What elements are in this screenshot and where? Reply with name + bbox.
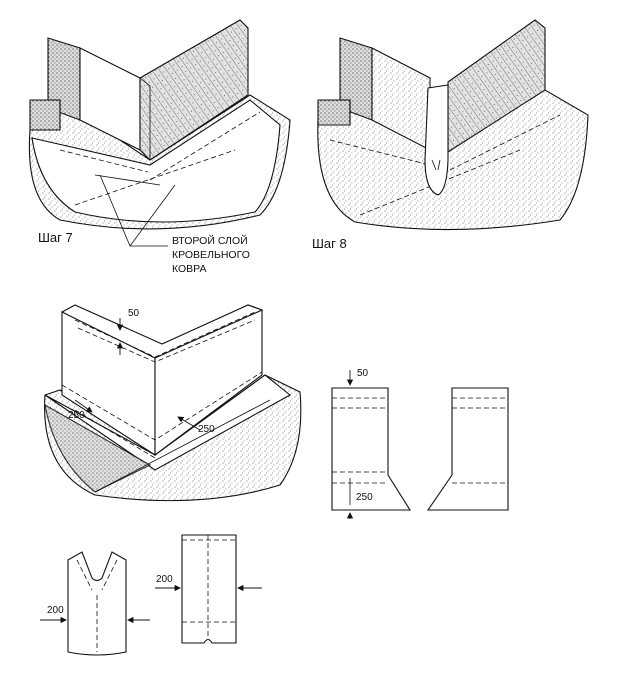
- step7-illustration: [28, 19, 291, 230]
- v-shaped-piece: [40, 551, 150, 656]
- iso-dim-top: 50: [128, 308, 140, 319]
- callout-line-1: ВТОРОЙ СЛОЙ: [172, 234, 248, 247]
- iso-corner-illustration: [44, 304, 302, 502]
- step7-right-wall: [139, 19, 249, 161]
- callout-line-2: КРОВЕЛЬНОГО: [172, 249, 250, 261]
- strip-right: [426, 387, 509, 511]
- step8-label: Шаг 8: [312, 236, 347, 251]
- step7-label: Шаг 7: [38, 230, 73, 245]
- step8-illustration: [317, 19, 589, 231]
- flat-piece: [155, 534, 262, 644]
- iso-dim-left: 250: [68, 410, 85, 421]
- step7-second-layer-sheet: [31, 99, 281, 223]
- step8-corner-strip: [424, 84, 449, 196]
- strip-dim-top: 50: [357, 368, 369, 379]
- flat-dim-width: 200: [156, 574, 173, 585]
- iso-wall-top: [60, 304, 264, 359]
- callout-line-3: КОВРА: [172, 263, 206, 275]
- strip-dim-bottom: 250: [356, 492, 373, 503]
- iso-dim-right: 250: [198, 424, 215, 435]
- strip-left: [331, 370, 411, 519]
- callout-leader-2: [129, 184, 176, 247]
- vpiece-dim-width: 200: [47, 605, 64, 616]
